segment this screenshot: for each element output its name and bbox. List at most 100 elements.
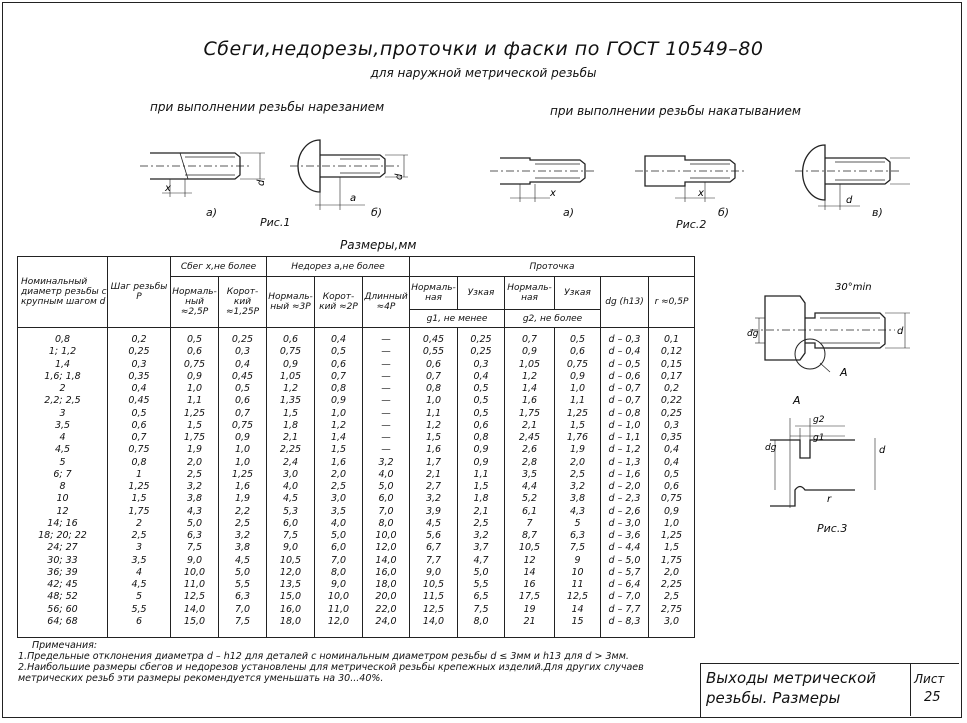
table-cell: 0,5 (234, 383, 251, 394)
fig3-g1-symbol: g1 (813, 433, 824, 443)
dimensions-table: Номинальный диаметр резьбы с крупным шаг… (17, 256, 695, 638)
table-cell: d – 3,6 (608, 530, 641, 541)
table-cell: 5,6 (425, 530, 442, 541)
table-cell: 0,55 (422, 346, 445, 358)
sheet-number: 25 (924, 690, 941, 705)
table-cell: 1,0 (330, 407, 347, 419)
table-cell: d – 1,2 (608, 444, 641, 456)
header-pitch: Шаг резьбы P (107, 256, 171, 328)
table-cell: 10,0 (327, 591, 350, 603)
note-1: 1.Предельные отклонения диаметра d – h12… (18, 651, 629, 662)
table-cell: 1,2 (282, 383, 299, 394)
table-cell: 5,0 (378, 481, 394, 492)
table-cell: 2,75 (660, 603, 683, 615)
table-cell: 14 (523, 566, 536, 578)
table-cell: 6,0 (378, 493, 394, 505)
table-cell: 3,8 (569, 493, 586, 505)
fig3-g2-symbol: g2 (813, 415, 825, 425)
table-cell: 1,5 (131, 493, 147, 505)
table-cell: 3,2 (234, 530, 251, 541)
table-cell: d – 5,0 (608, 554, 641, 566)
table-cell: 0,12 (660, 346, 683, 358)
table-cell: 1,1 (473, 468, 489, 480)
table-cell: d – 3,0 (608, 517, 641, 529)
table-cell: 0,6 (473, 419, 489, 431)
table-cell: 4,3 (569, 505, 586, 517)
fig3-chamfer-label: 30°min (835, 282, 872, 293)
table-cell: 0,75 (279, 346, 302, 358)
table-cell: d – 7,0 (608, 591, 641, 603)
table-cell: 3,0 (282, 468, 299, 480)
table-cell: 1,4 (521, 383, 538, 394)
table-cell: 36; 39 (47, 566, 78, 578)
table-cell: 4,0 (330, 517, 347, 529)
table-cell: 1,0 (234, 456, 251, 468)
table-cell: 0,8 (425, 383, 442, 394)
table-cell: 10 (571, 566, 584, 578)
table-cell: 0,4 (131, 383, 147, 394)
table-cell: 12 (523, 554, 536, 566)
table-cell: 4,3 (186, 505, 203, 517)
table-cell: 1,0 (425, 395, 442, 407)
table-cell: 2,25 (660, 579, 683, 590)
table-cell: 0,6 (663, 481, 680, 492)
table-cell: 14,0 (183, 603, 206, 615)
table-cell: 12,5 (566, 591, 589, 603)
notes-heading: Примечания: (32, 640, 98, 651)
table-cell: 0,2 (663, 383, 680, 394)
table-cell: 1,35 (279, 395, 302, 407)
table-cell: 0,3 (473, 358, 489, 370)
caption-rolling: при выполнении резьбы накатыванием (550, 104, 801, 118)
table-cell: 1,5 (569, 419, 586, 431)
table-cell: 8,0 (330, 566, 347, 578)
table-cell: 18,0 (279, 615, 302, 627)
table-cell: 0,75 (566, 358, 589, 370)
table-cell: 2,5 (330, 481, 347, 492)
table-cell: 15,0 (183, 615, 206, 627)
fig3-detail-A: A (792, 394, 801, 407)
table-cell: 1,0 (234, 444, 251, 456)
table-cell: 0,9 (521, 346, 538, 358)
table-cell: 6; 7 (53, 468, 72, 480)
table-cell: 1,0 (569, 383, 586, 394)
table-cell: 1; 1,2 (48, 346, 77, 358)
table-cell: 7,5 (282, 530, 299, 541)
header-undercut-short: Корот- кий ≈2P (314, 276, 363, 328)
table-cell: 1,6 (234, 481, 251, 492)
table-cell: 4,5 (234, 554, 251, 566)
table-cell: 22,0 (375, 603, 397, 615)
fig2-caption: Рис.2 (676, 218, 707, 231)
table-cell: 2,0 (569, 456, 586, 468)
table-cell: 0,35 (660, 432, 683, 443)
fig1-a-label: а) (206, 206, 218, 219)
table-cell: 42; 45 (47, 579, 78, 590)
table-cell: 8,0 (378, 517, 394, 529)
table-cell: 3,7 (473, 542, 489, 554)
table-cell: 0,7 (425, 370, 442, 382)
fig1-x-symbol: x (164, 183, 171, 194)
table-cell: — (381, 370, 391, 382)
fig1-d-symbol: d (256, 179, 267, 186)
table-cell: — (381, 383, 391, 394)
table-cell: 3,8 (234, 542, 251, 554)
table-cell: 2,0 (186, 456, 203, 468)
fig2b-x-symbol: x (697, 188, 704, 199)
table-cell: 0,25 (470, 346, 492, 358)
title-block (700, 663, 959, 717)
table-cell: 0,3 (663, 419, 680, 431)
table-cell: 0,5 (473, 407, 489, 419)
table-cell: 2,1 (473, 505, 489, 517)
table-cell: 2,25 (279, 444, 302, 456)
table-cell: 18,0 (375, 579, 397, 590)
table-cell: 1,76 (566, 432, 589, 443)
header-g1: g1, не менее (409, 309, 505, 328)
table-cell: d – 0,7 (608, 383, 641, 394)
table-cell: 9,0 (330, 579, 347, 590)
table-cell: 1,5 (330, 444, 347, 456)
page-subtitle: для наружной метрической резьбы (370, 66, 597, 80)
table-cell: 1 (135, 468, 143, 480)
table-cell: 0,2 (131, 334, 147, 345)
table-cell: 12,0 (375, 542, 397, 554)
